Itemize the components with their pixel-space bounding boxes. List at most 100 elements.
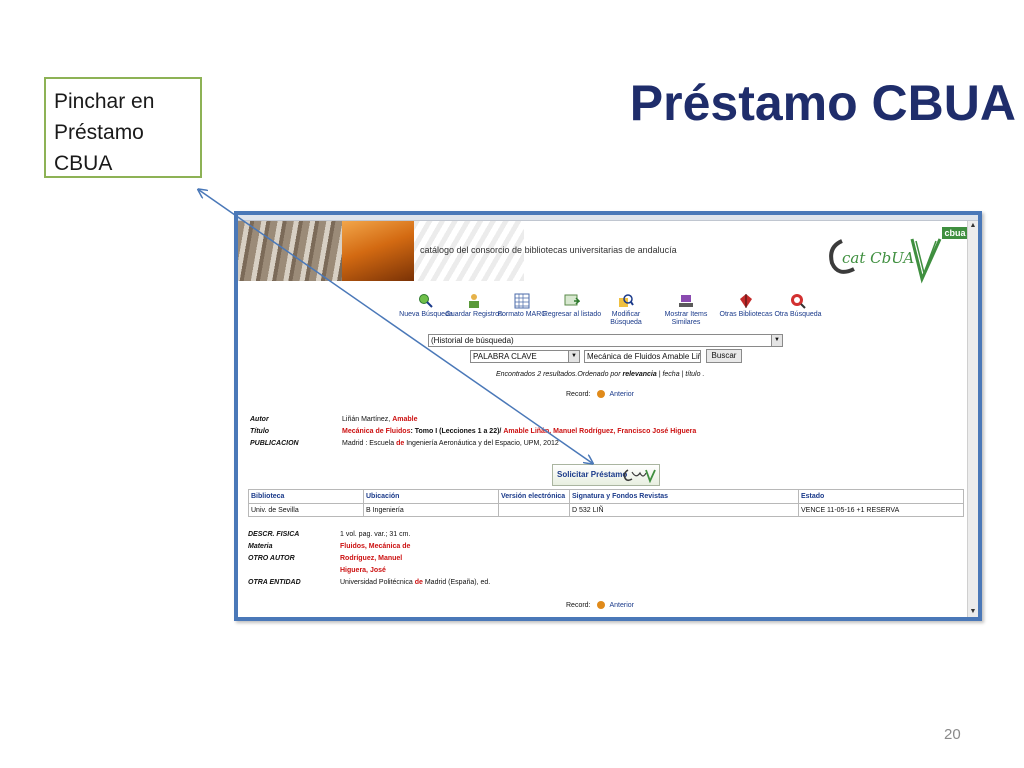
callout-box: Pinchar en Préstamo CBUA [44, 77, 202, 178]
materia-label: Materia [248, 543, 273, 550]
record-nav-bottom: Record: Anterior [566, 601, 634, 609]
column-header: Estado [798, 489, 964, 504]
formato-marc-label: Formato MARC [497, 311, 547, 318]
titulo-label: Título [250, 428, 270, 435]
banner-open-book-image [342, 221, 414, 281]
banner-books-image [238, 221, 342, 281]
ordered-by-label: Ordenado por [577, 371, 621, 378]
page-number: 20 [944, 726, 961, 743]
buscar-button[interactable]: Buscar [706, 349, 742, 363]
return-list-icon [564, 294, 580, 306]
search-field-select[interactable]: PALABRA CLAVE ▼ [470, 350, 580, 363]
previous-record-icon[interactable] [597, 601, 606, 609]
descr-fisica-label: DESCR. FISICA [248, 531, 300, 538]
search-query-input[interactable]: Mecánica de Fluidos Amable Liñ [584, 350, 701, 363]
search-icon [419, 294, 433, 308]
record-label: Record: [566, 601, 591, 609]
otra-entidad-de: de [414, 579, 423, 586]
table-cell: B Ingeniería [363, 503, 499, 517]
descr-fisica-value: 1 vol. pag. var.; 31 cm. [340, 531, 411, 538]
solicitar-prestamo-button[interactable]: Solicitar Préstamo [552, 464, 660, 486]
titulo-link[interactable]: Mecánica de Fluidos [342, 428, 411, 435]
materia-link[interactable]: Fluidos, Mecánica de [340, 543, 411, 550]
publicacion-label: PUBLICACION [250, 440, 299, 447]
holdings-header-row: Biblioteca Ubicación Versión electrónica… [248, 489, 964, 504]
other-libraries-icon [740, 294, 752, 308]
sort-relevancia-link[interactable]: relevancia [622, 371, 657, 378]
callout-text: Pinchar en Préstamo CBUA [54, 90, 155, 175]
otra-busqueda-button[interactable]: Otra Búsqueda [768, 293, 828, 319]
otras-bibliotecas-label: Otras Bibliotecas [719, 311, 773, 318]
other-search-icon [791, 294, 806, 309]
scroll-up-icon[interactable]: ▲ [969, 222, 977, 229]
publicacion-value: Madrid : Escuela de Ingeniería Aeronáuti… [342, 440, 559, 447]
otro-autor-link-2[interactable]: Higuera, José [340, 567, 386, 574]
search-field-value: PALABRA CLAVE [473, 352, 537, 361]
autor-text: Liñán Martínez, [342, 416, 391, 423]
table-cell: VENCE 11-05-16 +1 RESERVA [798, 503, 964, 517]
titulo-authors-link[interactable]: Amable Liñán, Manuel Rodríguez, Francisc… [503, 428, 697, 435]
record-label: Record: [566, 390, 591, 398]
regresar-listado-button[interactable]: Regresar al listado [542, 293, 602, 319]
catalog-screenshot: catálogo del consorcio de bibliotecas un… [234, 211, 982, 621]
otro-autor-link-1[interactable]: Rodríguez, Manuel [340, 555, 403, 562]
solicitar-prestamo-label: Solicitar Préstamo [557, 470, 628, 479]
otra-entidad-pre: Universidad Politécnica [340, 579, 413, 586]
anterior-link[interactable]: Anterior [609, 601, 634, 609]
search-query-value: Mecánica de Fluidos Amable Liñ [587, 352, 701, 361]
publicacion-post: Ingeniería Aeronáutica y del Espacio, UP… [406, 440, 559, 447]
scroll-down-icon[interactable]: ▼ [969, 608, 977, 615]
holdings-table: Biblioteca Ubicación Versión electrónica… [248, 489, 964, 517]
otra-busqueda-label: Otra Búsqueda [774, 311, 822, 318]
otra-entidad-label: OTRA ENTIDAD [248, 579, 301, 586]
catalog-banner: catálogo del consorcio de bibliotecas un… [238, 221, 968, 284]
titulo-text: : Tomo I (Lecciones 1 a 22)/ [410, 428, 502, 435]
save-records-icon [469, 294, 479, 308]
column-header: Signatura y Fondos Revistas [569, 489, 799, 504]
catalog-toolbar: Nueva Búsqueda Guardar Registros Formato… [396, 293, 836, 327]
autor-label: Autor [250, 416, 269, 423]
autor-link[interactable]: Amable [392, 416, 418, 423]
browser-toolbar-strip [238, 215, 978, 221]
titulo-value: Mecánica de Fluidos: Tomo I (Lecciones 1… [342, 428, 696, 435]
results-count: Encontrados 2 resultados. [496, 371, 578, 378]
search-history-value: (Historial de búsqueda) [431, 336, 514, 345]
sort-titulo-link[interactable]: título [685, 371, 701, 378]
catcbua-logo-icon: cat CbUA [829, 238, 942, 284]
banner-text: catálogo del consorcio de bibliotecas un… [420, 245, 677, 255]
search-history-select[interactable]: (Historial de búsqueda) ▼ [428, 334, 783, 347]
table-cell: Univ. de Sevilla [248, 503, 364, 517]
otras-bibliotecas-button[interactable]: Otras Bibliotecas [716, 293, 776, 319]
modify-search-icon [619, 294, 634, 307]
column-header: Ubicación [363, 489, 499, 504]
chevron-down-icon[interactable]: ▼ [568, 351, 579, 362]
modificar-busqueda-button[interactable]: Modificar Búsqueda [596, 293, 656, 327]
column-header: Biblioteca [248, 489, 364, 504]
cbua-mini-logo-icon [623, 469, 656, 483]
record-nav-top: Record: Anterior [566, 390, 634, 398]
column-header: Versión electrónica [498, 489, 570, 504]
cbua-tag: cbua [942, 227, 968, 239]
table-cell: D 532 LIÑ [569, 503, 799, 517]
mostrar-similares-button[interactable]: Mostrar Items Similares [656, 293, 716, 327]
sort-separator: | [681, 371, 684, 378]
slide-title: Préstamo CBUA [629, 75, 1016, 131]
chevron-down-icon[interactable]: ▼ [771, 335, 782, 346]
otra-entidad-post: Madrid (España), ed. [424, 579, 491, 586]
sort-separator: | [658, 371, 661, 378]
regresar-listado-label: Regresar al listado [542, 311, 602, 318]
mostrar-similares-label: Mostrar Items Similares [664, 311, 708, 326]
modificar-busqueda-label: Modificar Búsqueda [610, 311, 642, 326]
otra-entidad-value: Universidad Politécnica de Madrid (Españ… [340, 579, 490, 586]
scrollbar[interactable]: ▲ ▼ [967, 221, 978, 617]
sort-fecha-link[interactable]: fecha [662, 371, 680, 378]
publicacion-pre: Madrid : Escuela [342, 440, 395, 447]
similar-items-icon [679, 295, 693, 307]
previous-record-icon[interactable] [597, 390, 606, 398]
sort-end: . [702, 371, 705, 378]
autor-value: Liñán Martínez, Amable [342, 416, 418, 423]
marc-grid-icon [514, 293, 530, 309]
table-cell [498, 503, 570, 517]
anterior-link[interactable]: Anterior [609, 390, 634, 398]
publicacion-de: de [396, 440, 405, 447]
